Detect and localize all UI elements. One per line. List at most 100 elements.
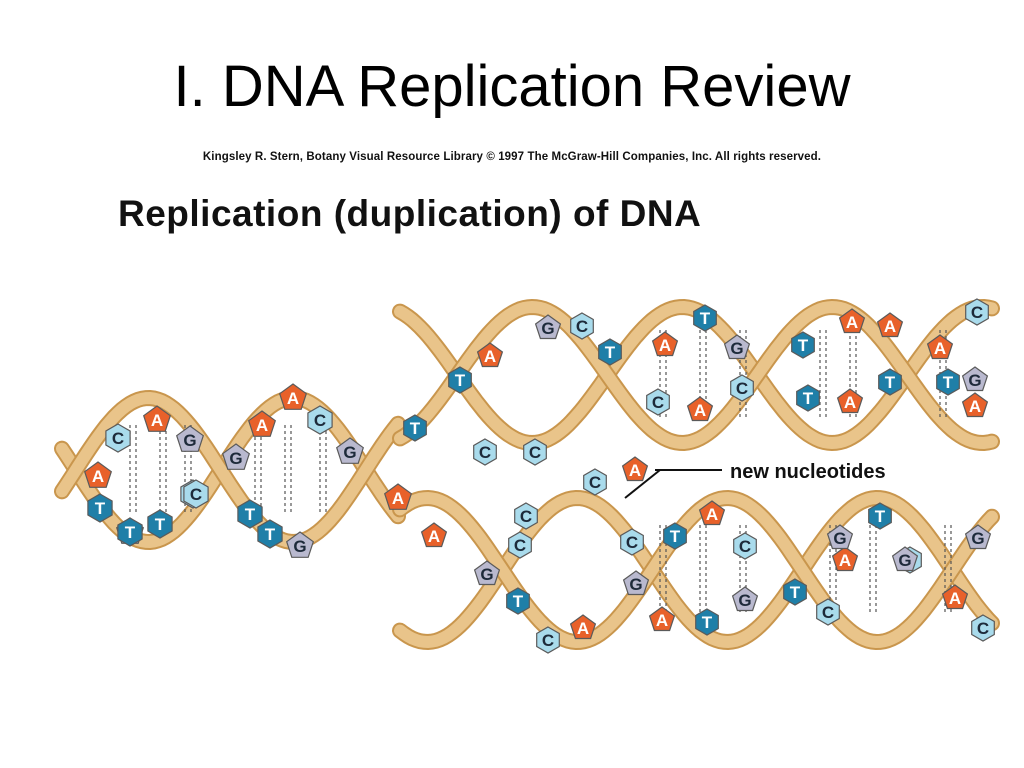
parent-base-11: G [221, 443, 251, 470]
bottom-daughter-base-16-shape [971, 614, 995, 642]
parent-base-7-letter: T [155, 515, 166, 534]
bottom-daughter-base-7: G [622, 570, 650, 596]
parent-base-0-letter: C [112, 429, 124, 448]
bottom-daughter-base-17: G [964, 524, 992, 550]
top-daughter-base-0-letter: T [605, 343, 616, 362]
bottom-daughter-base-14: T [868, 502, 892, 530]
bottom-daughter-base-5: T [695, 608, 719, 636]
top-daughter-base-7: T [878, 368, 902, 396]
free-nucleotide-10-letter: C [514, 536, 526, 555]
parent-base-13-letter: T [245, 505, 256, 524]
free-nucleotide-5: C [473, 438, 497, 466]
parent-base-1: A [142, 405, 172, 432]
bottom-daughter-base-13-shape [891, 546, 919, 572]
bottom-daughter-base-6: A [648, 606, 676, 632]
free-nucleotide-11-letter: A [428, 527, 440, 546]
bottom-daughter-base-8-letter: C [822, 603, 834, 622]
top-daughter-base-9: T [936, 368, 960, 396]
bottom-daughter-base-15-letter: A [949, 589, 961, 608]
top-daughter-base-16-shape [693, 304, 717, 332]
top-daughter-base-12-letter: A [694, 401, 706, 420]
free-nucleotide-15: A [569, 614, 597, 640]
parent-helix-strand-b [56, 391, 404, 549]
parent-base-9: A [247, 410, 277, 437]
top-daughter-base-17: A [961, 392, 989, 418]
nucleotide-bases: CAGACTGTAACGGTTGCATGCATTCCCCACAGTCATAGCT… [83, 298, 995, 654]
free-nucleotide-4: T [403, 414, 427, 442]
bottom-daughter-base-11: A [831, 546, 859, 572]
top-daughter-base-7-shape [878, 368, 902, 396]
free-nucleotide-8-shape [514, 502, 538, 530]
bottom-daughter-base-2-letter: A [706, 505, 718, 524]
top-daughter-base-11: G [961, 366, 989, 392]
parent-base-15-shape [285, 531, 315, 558]
free-nucleotide-2: A [476, 342, 504, 368]
parent-base-13-shape [237, 499, 263, 529]
free-nucleotide-0: G [534, 314, 562, 340]
bottom-daughter-base-11-letter: A [839, 551, 851, 570]
free-nucleotide-7-shape [583, 468, 607, 496]
top-daughter-base-10-letter: C [971, 303, 983, 322]
top-daughter-base-17-letter: A [969, 397, 981, 416]
parent-base-16-shape [183, 479, 209, 509]
bottom-daughter-base-5-letter: T [702, 613, 713, 632]
bottom-daughter-base-15: A [941, 584, 969, 610]
bottom-daughter-base-4: G [731, 586, 759, 612]
free-nucleotide-14-shape [536, 626, 560, 654]
top-daughter-base-6: A [876, 312, 904, 338]
parent-base-8-shape [278, 383, 308, 410]
parent-base-12-shape [335, 437, 365, 464]
top-daughter-base-4-letter: T [798, 336, 809, 355]
bottom-daughter-base-8-shape [816, 598, 840, 626]
top-daughter-base-0-shape [598, 338, 622, 366]
bottom-daughter-base-8: C [816, 598, 840, 626]
bottom-daughter-base-5-shape [695, 608, 719, 636]
top-daughter-base-4-shape [791, 331, 815, 359]
callout-line-2 [624, 469, 661, 499]
top-daughter-base-5-letter: A [846, 313, 858, 332]
top-daughter-base-14-letter: T [803, 389, 814, 408]
parent-base-3-letter: A [92, 467, 104, 486]
top-daughter-base-6-letter: A [884, 317, 896, 336]
bottom-daughter-base-2-shape [698, 500, 726, 526]
parent-base-10-shape [307, 405, 333, 435]
bottom-daughter-base-14-letter: T [875, 507, 886, 526]
top-daughter-base-2-letter: G [730, 339, 743, 358]
bottom-daughter-base-13: G [891, 546, 919, 572]
free-nucleotide-12-shape [473, 560, 501, 586]
top-daughter-base-3-letter: C [736, 379, 748, 398]
top-daughter-base-10-shape [965, 298, 989, 326]
parent-base-14-shape [257, 519, 283, 549]
free-nucleotide-11-shape [420, 522, 448, 548]
free-nucleotide-9-shape [621, 456, 649, 482]
free-nucleotide-3-shape [448, 366, 472, 394]
top-daughter-base-6-shape [876, 312, 904, 338]
bottom-daughter-base-0-letter: C [626, 533, 638, 552]
parent-base-2: G [175, 425, 205, 452]
bottom-daughter-base-13-letter: G [898, 551, 911, 570]
parent-base-17: A [383, 483, 413, 510]
bottom-daughter-base-12-letter: G [833, 529, 846, 548]
top-daughter-strand-b [394, 300, 998, 450]
parent-base-2-shape [175, 425, 205, 452]
parent-base-5-shape [87, 493, 113, 523]
parent-base-15-letter: G [293, 537, 306, 556]
parent-base-13: T [237, 499, 263, 529]
bottom-daughter-base-1: T [663, 522, 687, 550]
bottom-daughter-strand-b [394, 491, 998, 649]
free-nucleotide-13-shape [506, 587, 530, 615]
top-daughter-base-9-letter: T [943, 373, 954, 392]
parent-base-18-shape [117, 517, 143, 547]
bottom-daughter-base-17-shape [964, 524, 992, 550]
top-daughter-base-1: A [651, 331, 679, 357]
free-nucleotide-0-letter: G [541, 319, 554, 338]
free-nucleotide-4-shape [403, 414, 427, 442]
free-nucleotide-3-letter: T [455, 371, 466, 390]
free-nucleotide-1-letter: C [576, 317, 588, 336]
top-daughter-base-2-shape [723, 334, 751, 360]
bottom-daughter-base-3-letter: C [739, 537, 751, 556]
parent-base-7: T [147, 509, 173, 539]
bottom-daughter-base-0: C [620, 528, 644, 556]
parent-base-1-shape [142, 405, 172, 432]
top-daughter-base-9-shape [936, 368, 960, 396]
